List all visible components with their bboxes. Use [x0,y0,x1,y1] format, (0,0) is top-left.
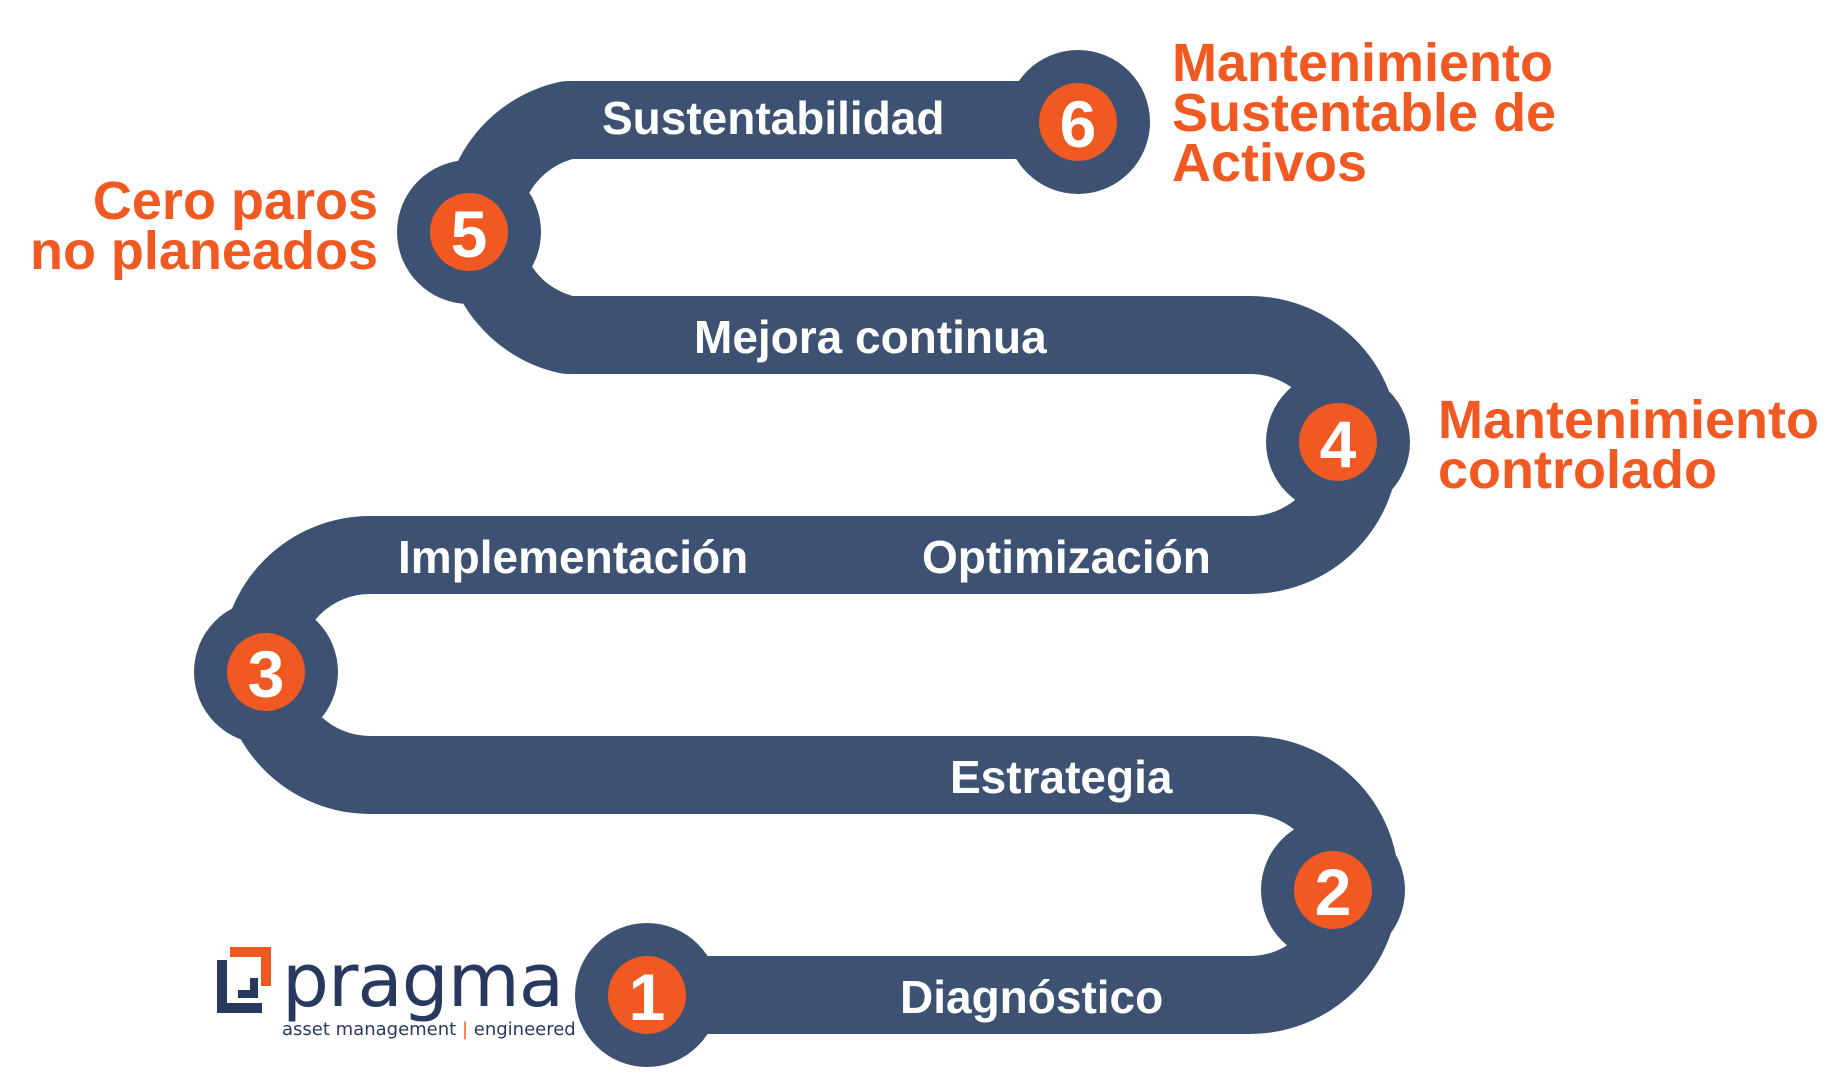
step-6-label: Sustentabilidad [602,92,944,144]
step-3-label: Implementación [398,531,748,583]
step-4-marker: 4 [1266,370,1410,514]
pragma-logo-wordmark: pragma [282,938,564,1024]
step-2-marker: 2 [1261,818,1405,962]
pragma-logo-icon [217,947,271,1013]
step-4-label: Optimización [922,531,1211,583]
step-1-label: Diagnóstico [900,971,1163,1023]
step-3-marker: 3 [194,600,338,744]
step-2-number: 2 [1315,855,1352,929]
tagline-right: engineered [473,1019,576,1040]
step-5-number: 5 [451,197,488,271]
tagline-separator: | [461,1019,469,1040]
step-4-number: 4 [1320,407,1357,481]
step-2-label: Estrategia [950,751,1173,803]
step-5-marker: 5 [397,160,541,304]
tagline-left: asset management [282,1019,457,1040]
step-1-marker: 1 [575,923,719,1067]
milestone-5-title: Cero paros no planeados [29,171,378,281]
step-3-number: 3 [248,637,285,711]
step-6-number: 6 [1060,87,1097,161]
step-6-marker: 6 [1006,50,1150,194]
milestone-6-title: Mantenimiento Sustentable de Activos [1172,33,1557,193]
pragma-logo-tagline: asset management | engineered [282,1019,576,1040]
step-5-label: Mejora continua [694,311,1047,363]
milestone-4-title: Mantenimiento controlado [1438,390,1820,500]
step-1-number: 1 [629,960,666,1034]
